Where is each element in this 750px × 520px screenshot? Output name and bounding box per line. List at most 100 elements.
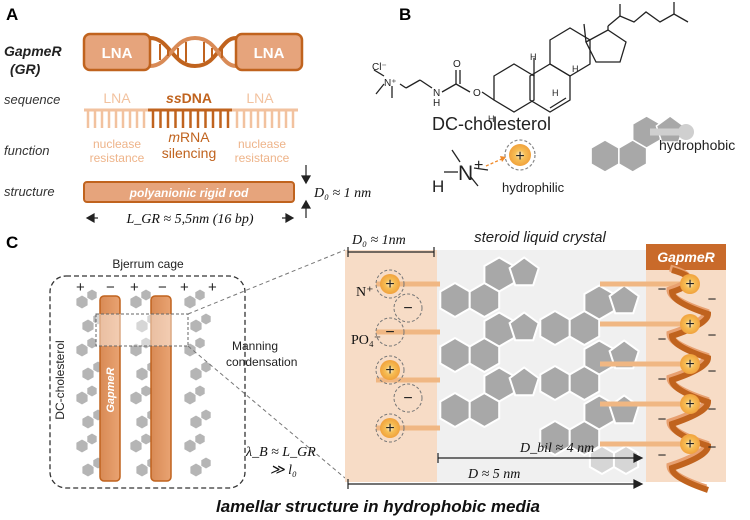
mini-lipid (194, 336, 206, 350)
mini-lipid (189, 462, 203, 478)
amide-h: H (433, 98, 440, 109)
mini-lipid (81, 462, 95, 478)
manning-line1: Manning (232, 339, 278, 353)
row-label-structure: structure (4, 184, 55, 199)
stereo-h-2: H (530, 52, 537, 62)
cation-head (680, 394, 700, 414)
charge-halo (375, 269, 405, 299)
function-left-line1: nuclease (93, 137, 141, 151)
hydrophobic-label: hydrophobic (659, 137, 735, 153)
cartoon-steroid-ring-a (590, 139, 620, 173)
d0-bracket (347, 247, 435, 257)
charge-halo (375, 355, 405, 385)
cage-minus-sign: − (106, 279, 115, 296)
plus-charge: + (385, 276, 394, 293)
ester-oxygen: O (473, 88, 481, 99)
function-mid-line2: silencing (162, 145, 216, 161)
mini-lipid (135, 366, 149, 382)
d0-label-a: D₀ ≈ 1 nm (313, 186, 371, 201)
rod-label: polyanionic rigid rod (129, 186, 249, 200)
gapmer-header (646, 244, 726, 270)
panel-b-label: B (399, 5, 411, 24)
mini-lipid (81, 366, 95, 382)
dbil-arrow (437, 453, 644, 463)
cation-head (380, 418, 400, 438)
lna-block-left (82, 32, 152, 72)
mini-lipid (189, 318, 203, 334)
gapmer-backbone (666, 264, 712, 493)
lamella-steroid-right-0-ring-d (608, 284, 640, 315)
minus-charge: − (708, 363, 717, 380)
head-link-arrowhead (500, 156, 506, 162)
lamella-steroid-right-2-ring-c (583, 394, 615, 431)
mini-lipid (189, 366, 203, 382)
head-group-formula (444, 149, 489, 187)
cage-plus-sign: + (76, 279, 85, 296)
plus-charge: + (685, 356, 694, 373)
d-total-label: D ≈ 5 nm (467, 467, 520, 482)
mini-lipid (129, 294, 143, 310)
mini-lipid (86, 432, 98, 446)
minus-charge: − (658, 447, 667, 464)
lamella-steroid-left-0-ring-a (439, 281, 471, 319)
cation-head (680, 434, 700, 454)
lamella-steroid-left-0-ring-c (483, 256, 515, 293)
manning-line2: condensation (226, 355, 297, 369)
stereo-h-1: H (488, 114, 495, 124)
lamella-steroid-right-1-ring-d (608, 339, 640, 370)
mini-lipid (189, 414, 203, 430)
zoom-line-bottom (187, 345, 346, 479)
minus-charge: − (708, 291, 717, 308)
head-n: N (458, 162, 473, 185)
dbil-label: D_bil ≈ 4 nm (519, 441, 594, 456)
cation-head (380, 360, 400, 380)
mini-lipid (135, 414, 149, 430)
plus-charge: + (385, 420, 394, 437)
lamella-steroid-right-0-ring-a (539, 309, 571, 347)
mini-lipid (200, 360, 212, 374)
zoom-region (95, 313, 189, 347)
mini-lipid (140, 288, 152, 302)
lamella-steroid-right-1-ring-c (583, 339, 615, 376)
polyanionic-rod (83, 181, 295, 203)
lna-left-label: LNA (102, 45, 133, 62)
gapmer-title-line2: (GR) (10, 61, 41, 77)
cage-plus-sign: + (208, 279, 217, 296)
cage-charge-signs: +−+−++ (76, 279, 217, 296)
mini-lipid (129, 390, 143, 406)
lna-block-right (234, 32, 304, 72)
d0-label-c: D₀ ≈ 1nm (351, 233, 406, 248)
d0-arrows (300, 165, 312, 218)
mini-lipid (183, 390, 197, 406)
d-total-arrow (347, 479, 644, 489)
mini-lipid (140, 384, 152, 398)
bjerrum-cage-outline (49, 275, 246, 489)
mini-lipid (75, 342, 89, 358)
lambda-line1: λ_B ≈ L_GR (245, 445, 316, 460)
lgr-label: L_GR ≈ 5,5nm (16 bp) (125, 212, 253, 227)
steroid-liquid-crystal-label: steroid liquid crystal (474, 229, 606, 246)
mini-lipid (86, 384, 98, 398)
lamella-steroid-right-1-ring-a (539, 364, 571, 402)
schematic-lipids (75, 288, 212, 478)
plus-charge: + (685, 276, 694, 293)
row-label-function: function (4, 143, 50, 158)
gapmer-rod-label: GapmeR (105, 367, 117, 412)
mini-lipid (75, 390, 89, 406)
dc-cholesterol-vertical-label: DC-cholesterol (53, 340, 67, 419)
mini-lipid (81, 318, 95, 334)
lamella-steroid-left-2-ring-a (439, 391, 471, 429)
stereo-h-3: H (572, 64, 579, 74)
function-right-line1: nuclease (238, 137, 286, 151)
cartoon-head-plus: + (515, 148, 524, 165)
minus-charge: − (658, 371, 667, 388)
minus-charge: − (385, 324, 394, 341)
chlorine-ion: Cl⁻ (372, 62, 387, 73)
lamella-steroid-left-1-ring-c (483, 311, 515, 348)
mini-lipid (194, 432, 206, 446)
po4-label: PO₄⁻ (351, 333, 381, 348)
faded-steroid-ring (612, 444, 640, 476)
carbonyl-oxygen: O (453, 59, 461, 70)
minus-charge: − (708, 327, 717, 344)
panel-a: A GapmeR (GR) LNA LNA sequence LNA ssDNA… (4, 5, 371, 227)
